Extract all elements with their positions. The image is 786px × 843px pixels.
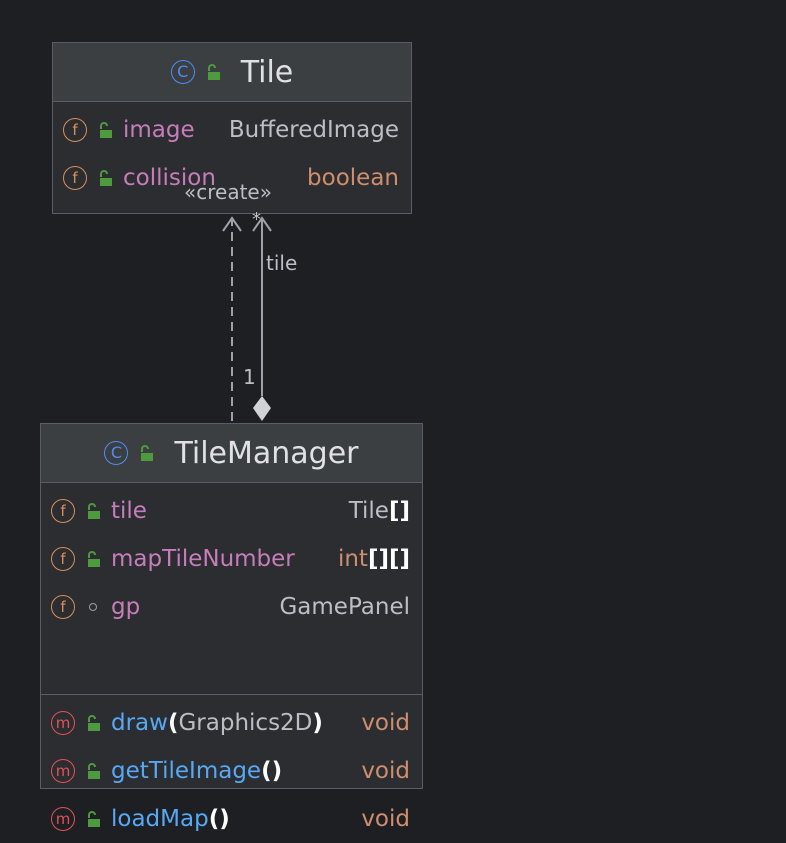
method-name: loadMap [111,806,209,832]
method-icon: m [51,711,75,735]
method-row-draw[interactable]: m draw(Graphics2D) void [41,699,422,747]
field-row-tile[interactable]: f tile Tile[] [41,487,422,535]
field-icon: f [51,595,75,619]
field-type-base: int [337,546,368,572]
target-multiplicity-label: * [252,209,261,230]
field-type: boolean [307,165,399,191]
public-lock-icon [88,503,100,519]
field-name: image [123,117,195,143]
public-lock-icon [141,445,154,461]
public-lock-icon [88,811,100,827]
public-lock-icon [207,64,220,80]
field-type: Tile[] [349,498,410,524]
field-name: gp [111,594,141,620]
method-signature: getTileImage() [111,758,282,784]
field-name: tile [111,498,147,524]
field-type: int[][] [338,546,410,572]
composition-role-label: tile [266,251,298,275]
methods-section: m draw(Graphics2D) void m getTileImage()… [41,694,422,843]
field-icon: f [51,547,75,571]
field-type-base: Tile [348,498,389,524]
class-name: Tile [240,54,294,90]
method-name: getTileImage [111,758,262,784]
class-name: TileManager [174,435,359,471]
field-name: collision [123,165,216,191]
create-stereotype-label: «create» [184,180,272,204]
class-box-tilemanager[interactable]: C TileManager f tile Tile[] f mapTileNum… [40,423,423,832]
field-row-image[interactable]: f image BufferedImage [53,106,411,154]
return-type: void [361,806,410,832]
method-icon: m [51,807,75,831]
array-brackets: [][] [367,546,410,572]
class-header-tilemanager: C TileManager [41,424,422,483]
public-lock-icon [88,763,100,779]
field-type: BufferedImage [228,117,399,143]
paren-close: ) [312,710,323,736]
public-lock-icon [100,122,112,138]
create-dependency-arrow [222,216,242,421]
composition-diamond [253,396,271,421]
paren-open: ( [167,710,179,736]
method-signature: loadMap() [111,806,230,832]
package-private-icon [89,603,97,611]
method-params: () [261,758,283,784]
public-lock-icon [88,551,100,567]
method-icon: m [51,759,75,783]
method-params: () [208,806,230,832]
fields-section: f image BufferedImage f collision boolea… [53,102,411,202]
return-type: void [361,710,410,736]
source-multiplicity-label: 1 [243,365,256,389]
method-name: draw [111,710,168,736]
field-row-gp[interactable]: f gp GamePanel [41,583,422,631]
class-header-tile: C Tile [53,43,411,102]
method-signature: draw(Graphics2D) [111,710,323,736]
field-type: GamePanel [279,594,410,620]
array-brackets: [] [388,498,410,524]
method-row-gettileimage[interactable]: m getTileImage() void [41,747,422,795]
method-params: Graphics2D [178,710,313,736]
field-icon: f [63,166,87,190]
field-row-collision[interactable]: f collision boolean [53,154,411,202]
method-row-loadmap[interactable]: m loadMap() void [41,795,422,843]
field-name: mapTileNumber [111,546,295,572]
fields-section: f tile Tile[] f mapTileNumber int[][] f … [41,483,422,694]
public-lock-icon [100,170,112,186]
field-row-maptilenumber[interactable]: f mapTileNumber int[][] [41,535,422,583]
return-type: void [361,758,410,784]
composition-arrow [252,216,272,421]
class-icon: C [104,441,129,465]
class-box-tile[interactable]: C Tile f image BufferedImage f collision… [52,42,412,214]
field-icon: f [51,499,75,523]
field-icon: f [63,118,87,142]
class-icon: C [170,60,195,84]
public-lock-icon [88,715,100,731]
